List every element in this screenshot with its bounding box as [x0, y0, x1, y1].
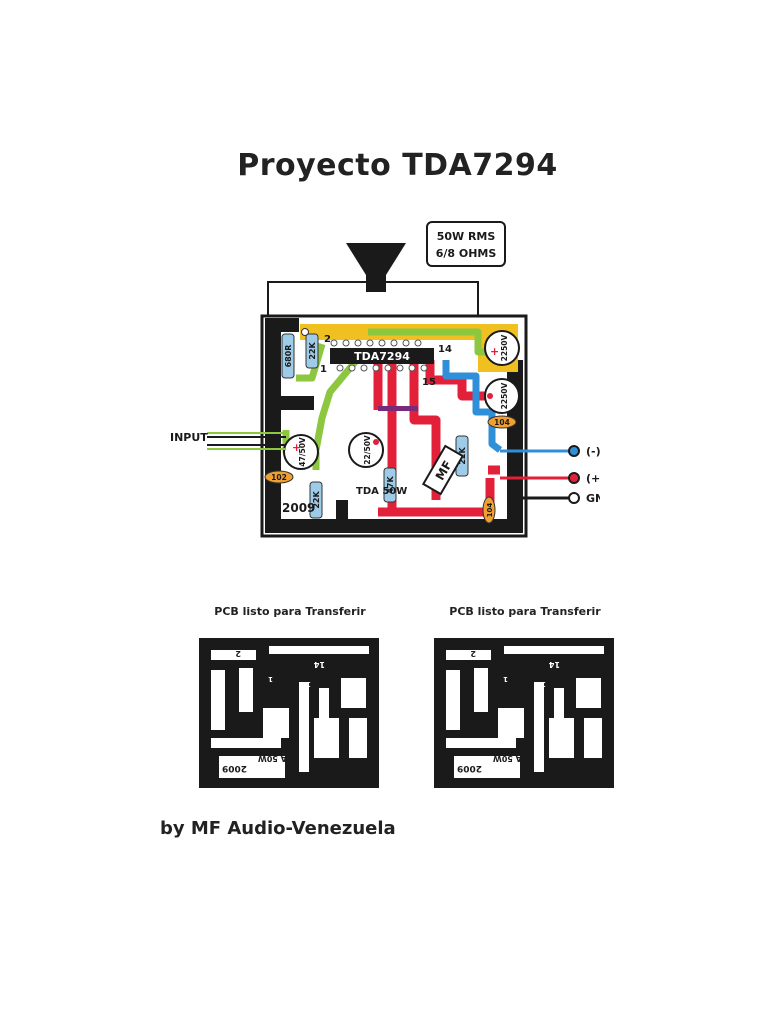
svg-text:1: 1: [503, 675, 508, 683]
capacitor-22-50v: 22/50V: [348, 432, 384, 468]
resistor-22k-bottom: 22K: [309, 481, 323, 519]
capacitor-104-bottom: 104: [482, 496, 496, 524]
svg-text:102: 102: [271, 473, 287, 482]
svg-text:TDA 50W: TDA 50W: [258, 754, 299, 763]
input-wires: [207, 432, 286, 450]
terminal-plus: [568, 472, 580, 484]
terminal-plus-label: (+): [586, 472, 600, 485]
power-rating-box: 50W RMS 6/8 OHMS: [426, 221, 506, 267]
svg-text:14: 14: [548, 660, 560, 669]
resistor-47k: 47K: [383, 467, 397, 503]
mf-logo: MF: [421, 444, 465, 496]
svg-text:1: 1: [268, 675, 273, 683]
svg-text:15: 15: [301, 680, 311, 688]
power-line-1: 50W RMS: [437, 230, 496, 243]
terminal-minus: [568, 445, 580, 457]
svg-text:2009: 2009: [222, 763, 247, 773]
resistor-22k-top: 22K: [305, 333, 319, 369]
svg-text:+: +: [292, 441, 301, 454]
pin-15-label: 15: [422, 377, 436, 388]
pcb-transfer-right: 2 14 15 1 TDA 50W 2009: [434, 638, 614, 792]
pcb-transfer-left: 2 14 15 1 TDA 50W 2009: [199, 638, 379, 792]
pin-14-label: 14: [438, 344, 452, 355]
pcb-caption-right: PCB listo para Transferir: [449, 605, 601, 618]
capacitor-47-50v: 47/50V +: [283, 434, 319, 470]
capacitor-2250v-mid: 2250V: [484, 378, 520, 414]
svg-text:104: 104: [486, 503, 494, 518]
svg-text:2250V: 2250V: [500, 334, 509, 361]
pcb-assembly-diagram: 50W RMS 6/8 OHMS TDA72: [170, 221, 600, 538]
svg-text:680R: 680R: [284, 345, 293, 368]
pin-1-label: 1: [320, 364, 327, 375]
pcb-caption-left: PCB listo para Transferir: [214, 605, 366, 618]
ic-tda7294: TDA7294: [330, 339, 434, 372]
capacitor-102: 102: [264, 470, 294, 484]
svg-text:2009: 2009: [457, 763, 482, 773]
pcb-transfer-art: 2 14 15 1 TDA 50W 2009: [199, 638, 379, 788]
svg-text:47/50V: 47/50V: [298, 437, 307, 467]
pcb-transfer-art: 2 14 15 1 TDA 50W 2009: [434, 638, 614, 788]
svg-text:+: +: [490, 345, 499, 358]
input-label: INPUT: [170, 431, 208, 444]
capacitor-104-top: 104: [487, 415, 517, 429]
svg-text:22K: 22K: [308, 342, 317, 360]
board-model-label: TDA 50W: [356, 486, 407, 497]
author-credit: by MF Audio-Venezuela: [160, 818, 396, 839]
page-title: Proyecto TDA7294: [237, 148, 558, 183]
speaker-icon: [346, 243, 406, 292]
svg-text:TDA 50W: TDA 50W: [493, 754, 534, 763]
svg-text:2250V: 2250V: [500, 382, 509, 409]
svg-text:2: 2: [470, 649, 476, 658]
svg-text:15: 15: [536, 680, 546, 688]
board-year: 2009: [282, 501, 315, 515]
blue-trace: [442, 360, 503, 453]
svg-text:104: 104: [494, 418, 510, 427]
resistor-680r: 680R: [281, 333, 295, 379]
terminal-gnd-label: GND: [586, 492, 600, 505]
svg-text:22/50V: 22/50V: [363, 435, 372, 465]
svg-text:2: 2: [235, 649, 241, 658]
svg-text:14: 14: [313, 660, 325, 669]
svg-text:47K: 47K: [386, 476, 395, 494]
terminal-minus-label: (-): [586, 445, 600, 458]
svg-text:22K: 22K: [312, 491, 321, 509]
capacitor-2250v-top: 2250V +: [484, 330, 520, 366]
ic-label: TDA7294: [354, 350, 410, 363]
pin-2-label: 2: [324, 334, 331, 345]
power-line-2: 6/8 OHMS: [436, 247, 497, 260]
terminal-gnd: [568, 492, 580, 504]
yellow-trace: [300, 324, 518, 372]
